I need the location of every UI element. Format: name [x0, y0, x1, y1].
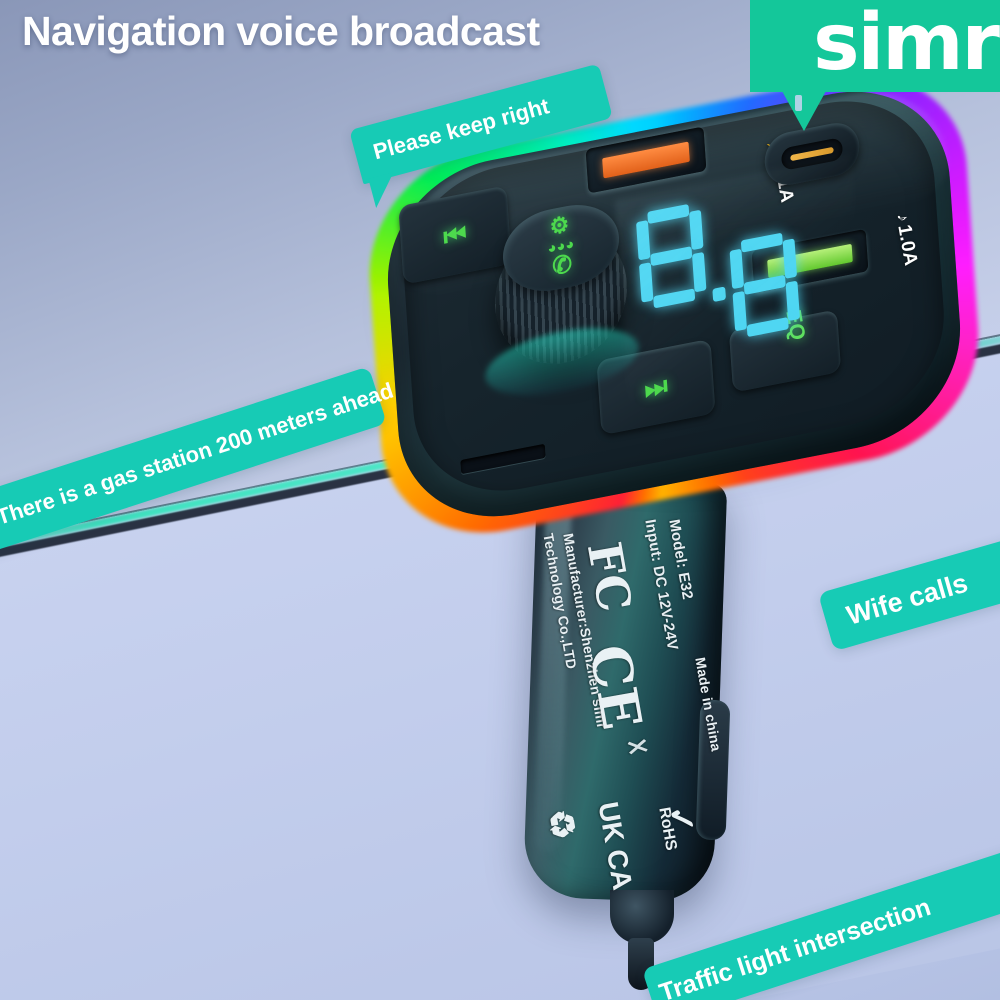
device-barrel-tip [610, 890, 674, 944]
brand-banner-tail-mark [795, 95, 802, 111]
page-title: Navigation voice broadcast [22, 8, 540, 54]
music-note-icon: ♪ [893, 212, 912, 224]
previous-track-icon: ⏮ [442, 217, 468, 253]
fm-frequency-display [634, 176, 843, 395]
brand-logo: simr [813, 0, 1000, 88]
display-digit [727, 230, 802, 340]
settings-gear-icon: ⚙ [548, 210, 570, 240]
display-digit [634, 201, 709, 311]
phone-call-icon: ✆ [551, 249, 574, 281]
brand-banner: simr [750, 0, 1000, 92]
brand-banner-tail [782, 91, 826, 131]
display-decimal-point [712, 286, 727, 303]
car-fm-transmitter-product: Model: E32 Input: DC 12V-24V Made in chi… [352, 55, 992, 990]
